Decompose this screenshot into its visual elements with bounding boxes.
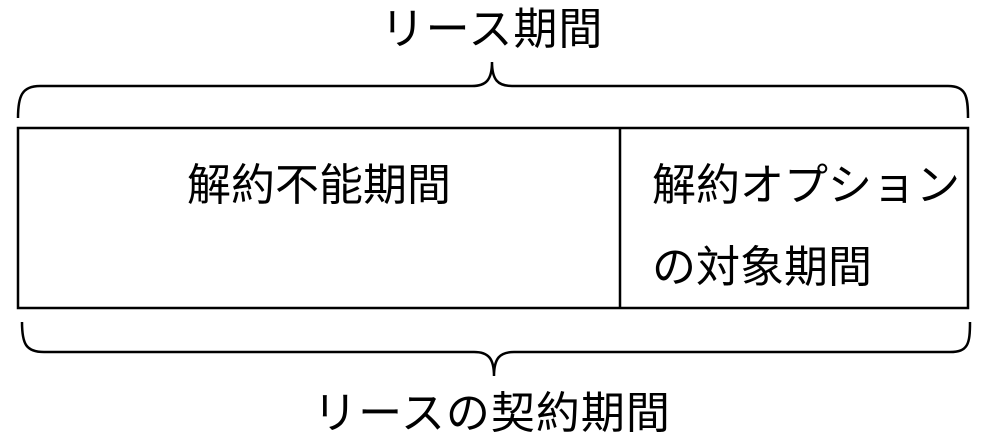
cancellation-option-label-line2: の対象期間 [652,242,872,293]
non-cancellable-period-label: 解約不能期間 [187,160,451,211]
lease-term-label: リース期間 [380,4,604,55]
bottom-brace [20,321,972,377]
top-brace [16,61,970,119]
cancellation-option-label-line1: 解約オプション [652,160,960,211]
period-box [16,126,970,310]
lease-contract-period-label: リースの契約期間 [313,388,671,439]
